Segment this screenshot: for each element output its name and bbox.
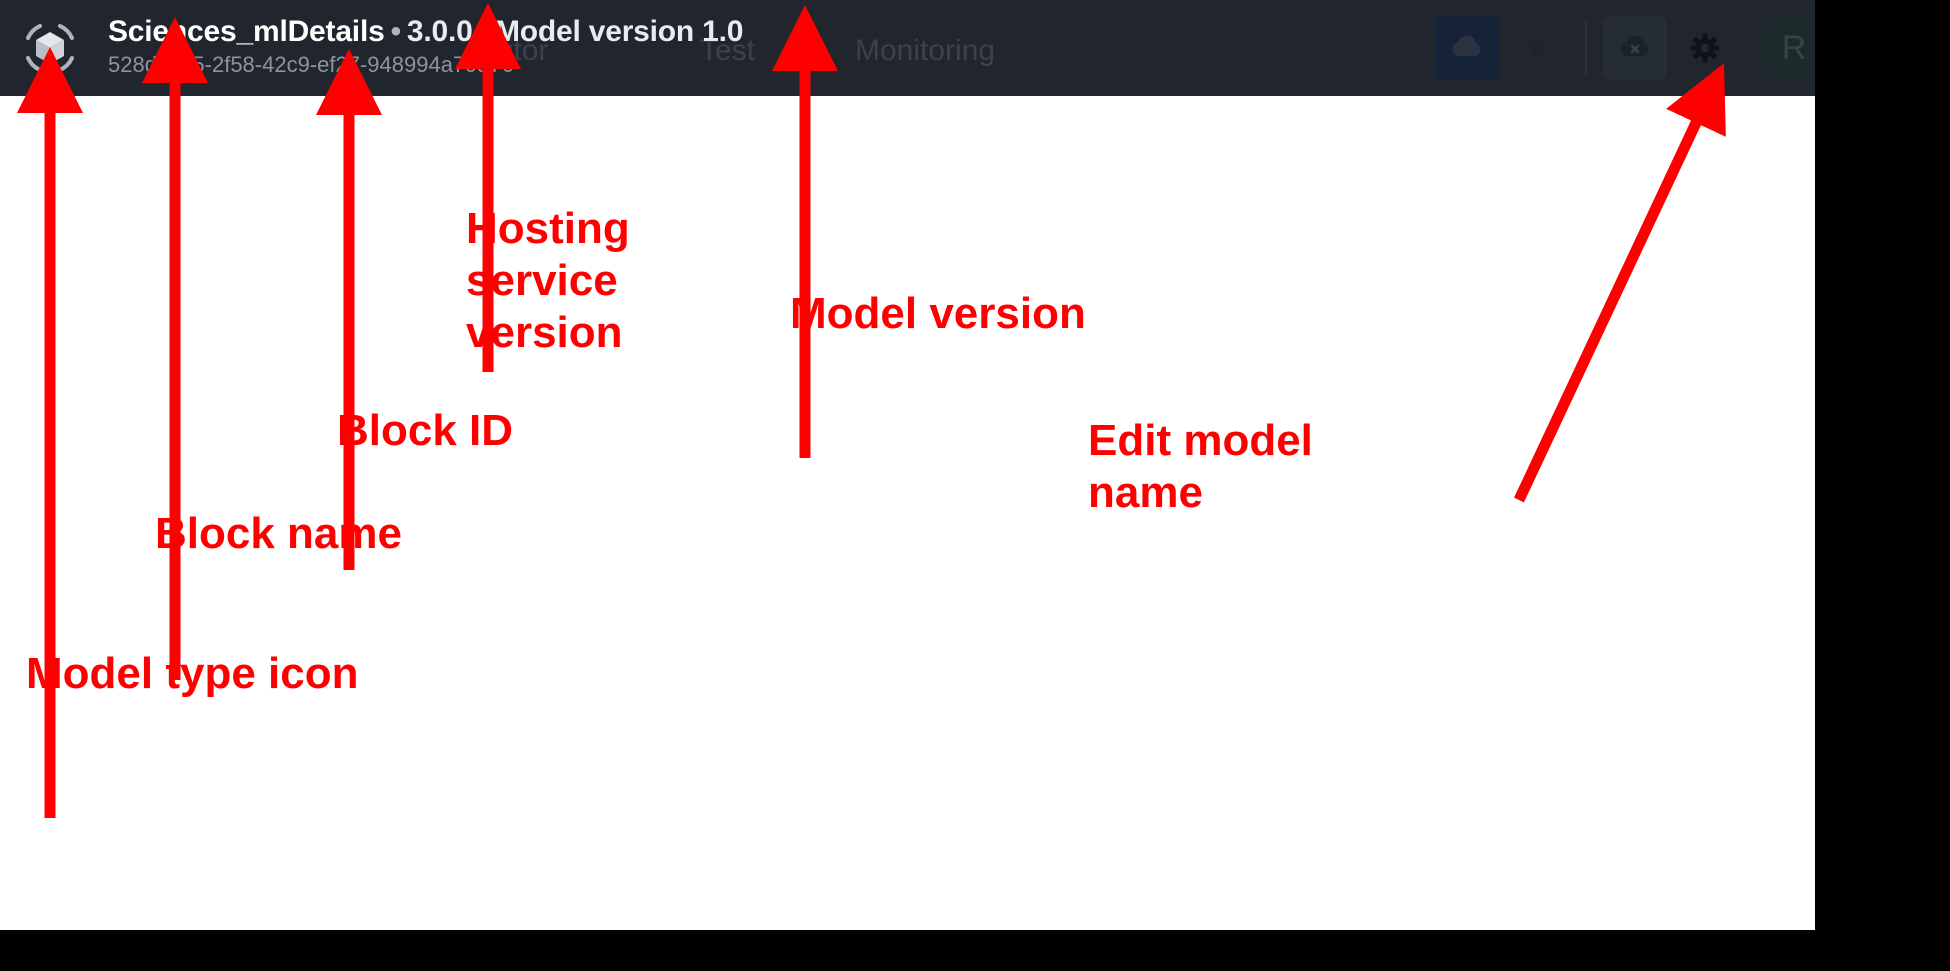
undeploy-button[interactable] [1603, 16, 1667, 80]
toolbar-divider [1585, 22, 1587, 74]
settings-button[interactable] [1673, 16, 1737, 80]
header-title-block: Sciences_mlDetails•3.0.0•Model version 1… [108, 14, 1108, 79]
title-separator-1: • [390, 15, 402, 48]
hosting-service-version-text: 3.0.0 [406, 15, 473, 48]
title-separator-2: • [478, 15, 490, 48]
header-toolbar [1435, 0, 1815, 96]
block-id-text[interactable]: 528de1c5-2f58-42c9-ef27-948994a79a70 [108, 52, 515, 77]
model-version-text: Model version 1.0 [494, 15, 744, 48]
deploy-button[interactable] [1435, 16, 1499, 80]
block-name-text[interactable]: Sciences_mlDetails [108, 15, 385, 48]
status-dot[interactable] [1505, 16, 1569, 80]
header-title-line: Sciences_mlDetails•3.0.0•Model version 1… [108, 14, 1108, 50]
annotation-canvas [0, 0, 1815, 930]
header-right-blank [1815, 0, 1950, 96]
model-type-icon [22, 20, 78, 76]
app-header: Editor Test Monitoring [0, 0, 1950, 96]
